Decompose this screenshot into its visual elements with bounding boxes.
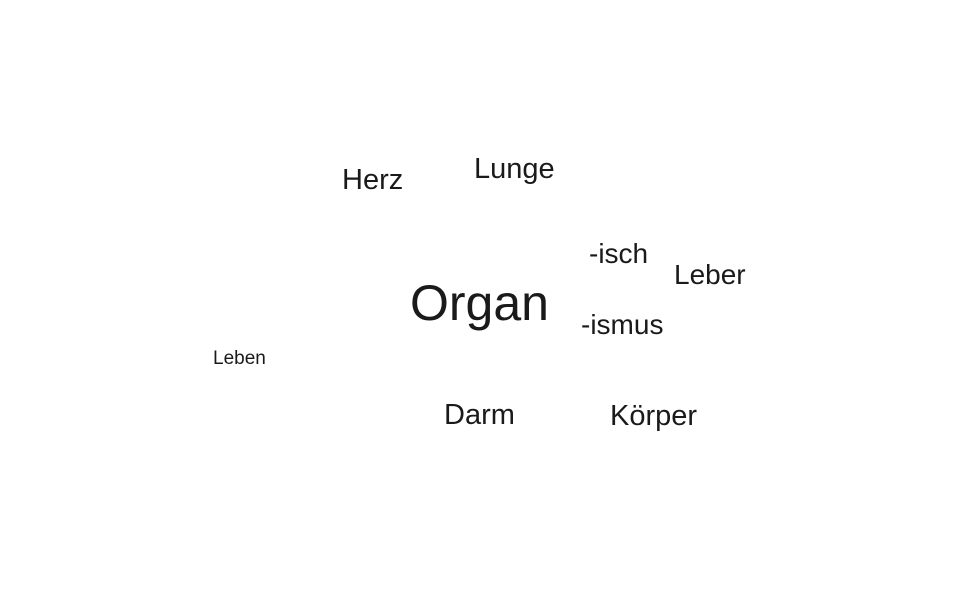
word-herz: Herz <box>342 164 404 196</box>
word-leber: Leber <box>674 259 746 290</box>
word-koerper: Körper <box>610 400 698 432</box>
word-leben: Leben <box>213 348 266 369</box>
word-isch: -isch <box>589 238 649 269</box>
word-darm: Darm <box>444 399 515 431</box>
word-lunge: Lunge <box>474 153 555 185</box>
word-organ-center: Organ <box>410 275 549 331</box>
word-ismus: -ismus <box>581 309 664 340</box>
